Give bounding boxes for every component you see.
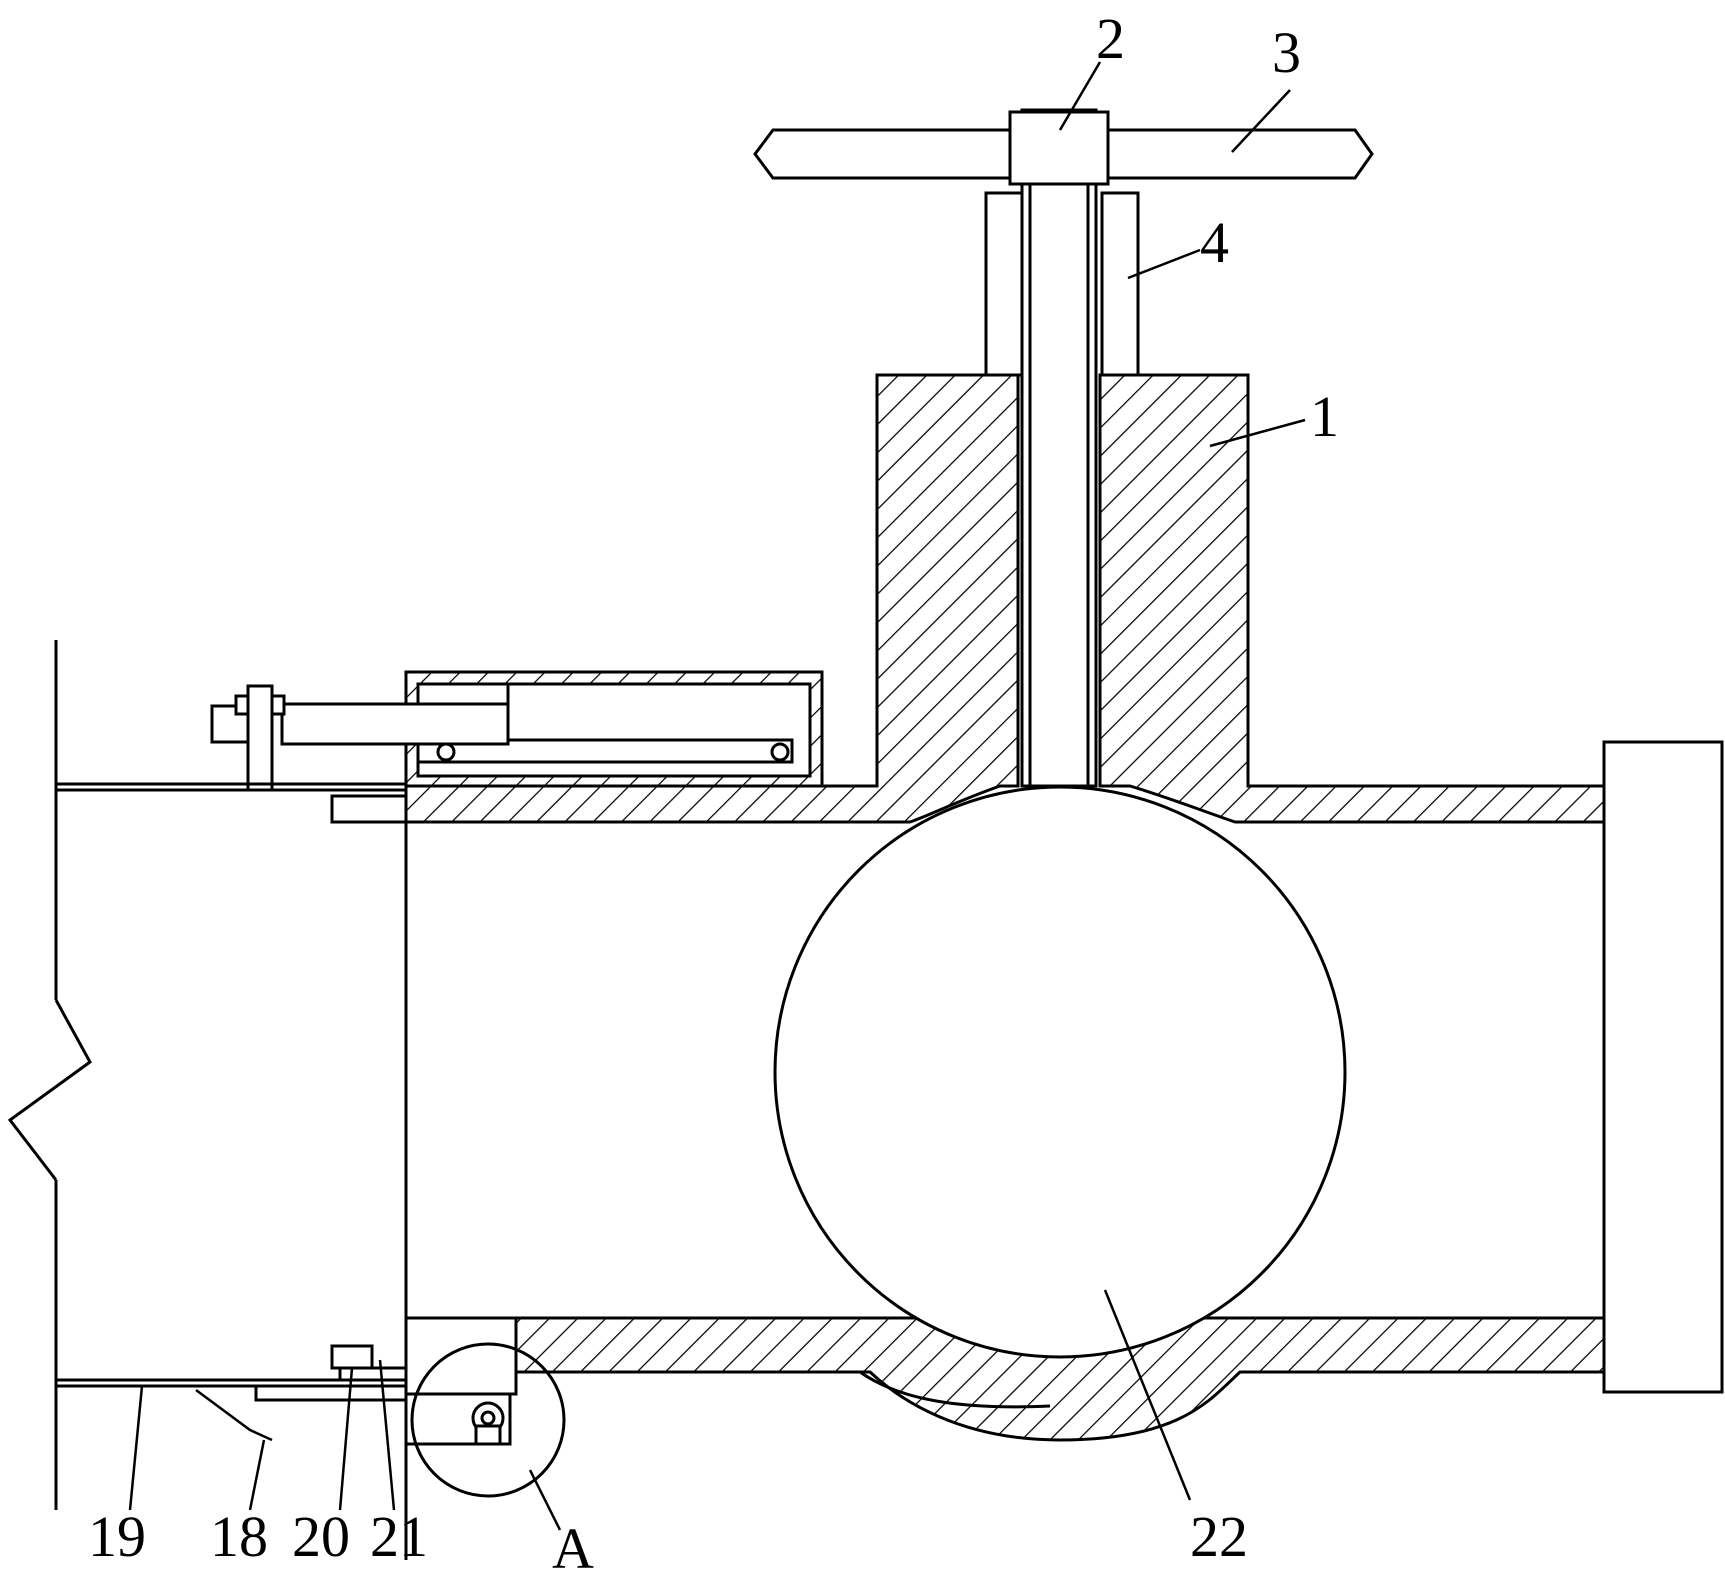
- label-18: 18: [210, 1504, 268, 1569]
- label-a: A: [552, 1516, 594, 1571]
- leader-lines: [128, 61, 1306, 1531]
- guide-post-right: [1100, 191, 1140, 377]
- lower-wall-with-bulge: [513, 1316, 1606, 1442]
- label-22: 22: [1190, 1504, 1248, 1569]
- detail-circle-a: [410, 1342, 566, 1498]
- t-handle: [753, 128, 1024, 180]
- valve-stem: [1020, 108, 1098, 788]
- valve-ball: [773, 785, 1347, 1359]
- label-19: 19: [88, 1504, 146, 1569]
- handle-hub: [1008, 110, 1110, 186]
- label-2: 2: [1096, 6, 1125, 71]
- top-clip: [330, 794, 408, 824]
- clip-20: [330, 1344, 374, 1370]
- bonnet-right-block: [1098, 373, 1606, 824]
- label-20: 20: [292, 1504, 350, 1569]
- label-1: 1: [1310, 384, 1339, 449]
- clamp-assembly: [254, 794, 518, 1446]
- guide-post-left: [984, 191, 1024, 377]
- label-3: 3: [1272, 20, 1301, 85]
- label-21: 21: [370, 1504, 428, 1569]
- hinge-block: [404, 1316, 518, 1396]
- valve-body: [404, 373, 1606, 1442]
- right-flange: [1602, 740, 1724, 1394]
- plate-18: [254, 1384, 410, 1402]
- label-4: 4: [1200, 210, 1229, 275]
- pull-rod: [210, 684, 510, 792]
